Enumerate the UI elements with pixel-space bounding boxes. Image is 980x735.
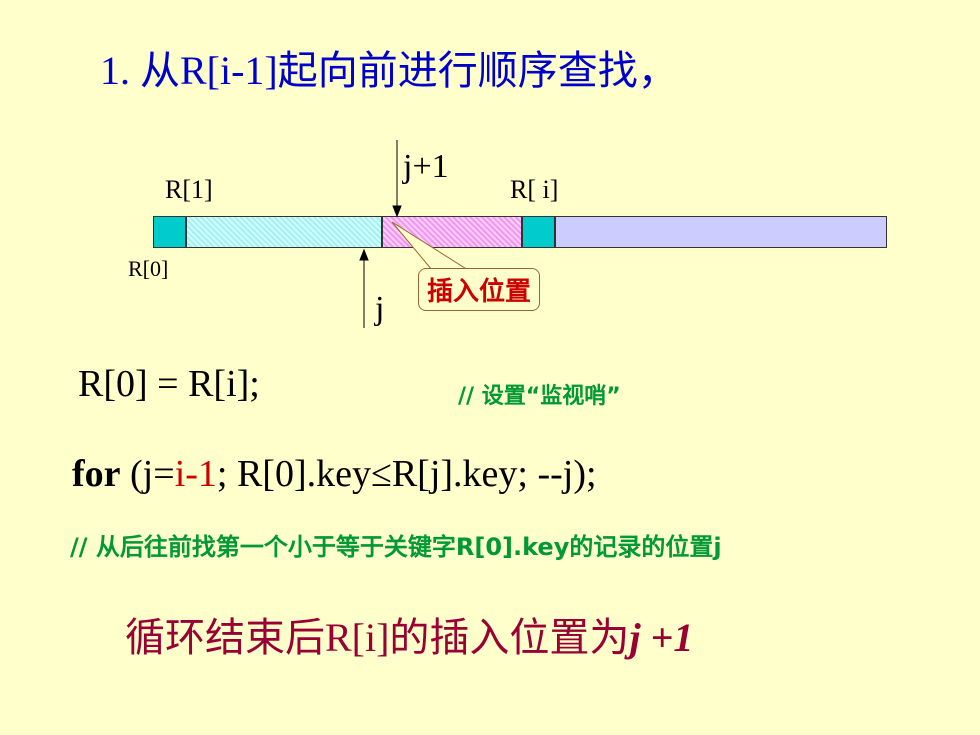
arrow-j-head	[359, 248, 369, 261]
code-line-2-part-a: (j=	[120, 453, 175, 495]
code-line-2-red: i-1	[174, 453, 217, 495]
arrow-j-plus-1-head	[392, 205, 402, 218]
conclusion: 循环结束后R[i]的插入位置为j +1	[125, 605, 693, 663]
scanned-segment	[186, 216, 382, 248]
for-keyword: for	[72, 453, 121, 495]
label-j-plus-1: j+1	[403, 148, 449, 185]
comment-2: // 从后往前找第一个小于等于关键字R[0].key的记录的位置j	[70, 533, 722, 561]
insert-position-callout: 插入位置	[418, 268, 541, 311]
conclusion-text: 循环结束后R[i]的插入位置为	[125, 615, 630, 660]
callout-pointer	[391, 221, 470, 271]
code-line-1: R[0] = R[i];	[78, 363, 260, 405]
label-r1: R[1]	[165, 175, 213, 204]
cell-ri	[522, 216, 555, 248]
label-j: j	[375, 290, 385, 327]
comment-1: // 设置“监视哨”	[458, 384, 621, 409]
code-line-2: for (j=i-1; R[0].key≤R[j].key; --j);	[72, 452, 597, 496]
label-r0: R[0]	[128, 256, 169, 281]
conclusion-formula: j +1	[629, 615, 694, 660]
label-ri: R[ i]	[510, 175, 559, 204]
code-line-2-part-b: ; R[0].key≤R[j].key; --j);	[216, 453, 597, 495]
sentinel-cell-r0	[153, 216, 186, 248]
slide-title: 1. 从R[i-1]起向前进行顺序查找，	[100, 48, 678, 93]
unsorted-segment	[555, 216, 887, 248]
